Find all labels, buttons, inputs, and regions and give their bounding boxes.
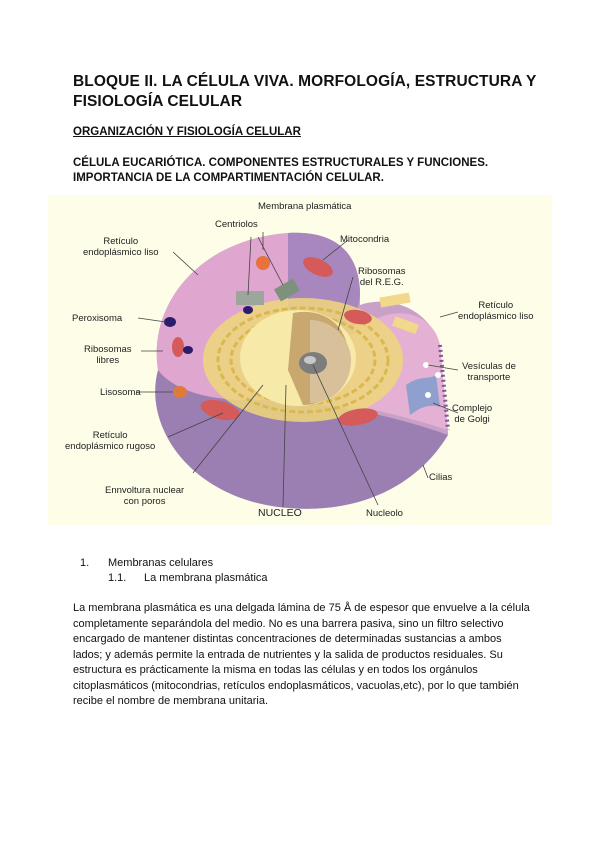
section-heading: CÉLULA EUCARIÓTICA. COMPONENTES ESTRUCTU… <box>73 157 489 184</box>
label-nucleo: NUCLEO <box>258 507 302 519</box>
label-membrana-plasmatica: Membrana plasmática <box>258 201 352 212</box>
label-lisosoma: Lisosoma <box>100 387 141 398</box>
label-mitocondria: Mitocondria <box>340 234 390 245</box>
cell-illustration <box>136 232 459 509</box>
label-ribosomas-reg: Ribosomas del R.E.G. <box>358 266 406 288</box>
document-title: BLOQUE II. LA CÉLULA VIVA. MORFOLOGÍA, E… <box>73 73 537 110</box>
label-centriolos: Centriolos <box>215 219 258 230</box>
eukaryotic-cell-diagram: Membrana plasmática Centriolos Mitocondr… <box>48 195 552 525</box>
label-cilias: Cilias <box>429 472 453 483</box>
body-paragraph: La membrana plasmática es una delgada lá… <box>73 602 530 707</box>
list-text: Membranas celulares <box>108 557 214 569</box>
subheading: ORGANIZACIÓN Y FISIOLOGÍA CELULAR <box>73 126 301 138</box>
label-ribosomas-libres: Ribosomas libres <box>84 344 132 366</box>
label-complejo-golgi: Complejo de Golgi <box>452 403 493 425</box>
list-number: 1. <box>80 557 90 569</box>
label-reticulo-liso-right: Retículo endoplásmico liso <box>458 300 534 322</box>
label-reticulo-rugoso: Retículo endoplásmico rugoso <box>65 430 156 452</box>
label-nucleolo: Nucleolo <box>366 508 403 519</box>
label-envoltura-nuclear: Ennvoltura nuclear con poros <box>105 485 185 507</box>
list-number: 1.1. <box>108 572 127 584</box>
label-peroxisoma: Peroxisoma <box>72 313 123 324</box>
label-reticulo-liso-left: Retículo endoplásmico liso <box>83 236 159 258</box>
list-text: La membrana plasmática <box>144 572 268 584</box>
label-vesiculas-transporte: Vesículas de transporte <box>462 361 516 383</box>
